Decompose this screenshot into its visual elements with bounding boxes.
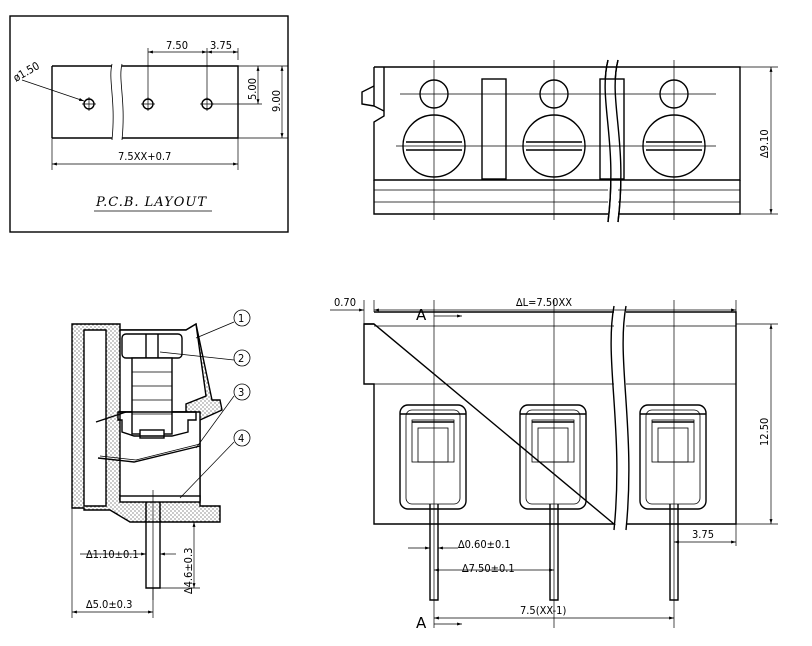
- front-view: 0.70 ∆L=7.50XX A A 12.50 ∆0.60±0.1 ∆7.50…: [330, 296, 778, 632]
- section-label-top: A: [416, 306, 427, 324]
- hole-diameter-label: ø1.50: [11, 59, 42, 84]
- pin-length-label: ∆4.6±0.3: [182, 548, 195, 595]
- svg-text:3: 3: [238, 386, 244, 399]
- wire-clamp-spring: [95, 411, 201, 463]
- length-label: 7.5XX+0.7: [118, 150, 171, 163]
- total-length-label: ∆L=7.50XX: [515, 296, 572, 309]
- offset-label: 0.70: [334, 296, 356, 309]
- callout-4: [233, 429, 251, 447]
- separator-slot-1: [481, 78, 507, 180]
- section-label-bottom: A: [416, 614, 427, 632]
- callout-1: [233, 309, 251, 327]
- front-body-outline: [363, 311, 737, 525]
- terminal-base: [119, 495, 201, 503]
- pcb-frame: [9, 15, 289, 233]
- pin-pitch-label: ∆7.50±0.1: [461, 562, 515, 575]
- wire-cavity: [83, 329, 107, 507]
- top-body-outline: [373, 66, 741, 181]
- side-view: 1 2 3 4 ∆1.10±0.1 ∆4.6±0.3 ∆5.0±0.3: [71, 309, 251, 618]
- pin-width-label: ∆1.10±0.1: [85, 548, 139, 561]
- svg-text:4: 4: [238, 432, 244, 445]
- half-pitch-label: 3.75: [210, 39, 232, 52]
- row-offset-label: 5.00: [246, 78, 259, 100]
- terminal-2: [519, 404, 587, 601]
- pcb-outline: [52, 65, 239, 139]
- screw-shank: [131, 357, 173, 435]
- pins-span-label: 7.5(XX-1): [520, 604, 566, 617]
- top-view: ∆9.10: [361, 59, 778, 223]
- svg-text:2: 2: [238, 352, 244, 365]
- clamp-body: [117, 411, 197, 437]
- terminal-3: [639, 404, 707, 601]
- pin-thickness-label: ∆0.60±0.1: [457, 538, 511, 551]
- pcb-layout-title: P.C.B. LAYOUT: [95, 195, 207, 210]
- terminal-1: [399, 404, 467, 601]
- callout-3: [233, 383, 251, 401]
- break-line: [110, 63, 114, 141]
- callouts: 1 2 3 4: [159, 309, 251, 499]
- screw-head-section: [121, 333, 183, 359]
- pin-offset-label: ∆5.0±0.3: [85, 598, 132, 611]
- callout-2: [233, 349, 251, 367]
- top-height-label: ∆9.10: [758, 129, 771, 159]
- width-label: 9.00: [270, 90, 283, 112]
- pitch-label: 7.50: [166, 39, 188, 52]
- front-break-line: [610, 305, 618, 531]
- svg-text:1: 1: [238, 312, 244, 325]
- front-height-label: 12.50: [758, 418, 771, 446]
- pcb-layout-panel: ø1.50 7.50 3.75 5.00 9.00 7.5XX+0.7 P.C.…: [9, 15, 289, 233]
- edge-offset-label: 3.75: [692, 528, 714, 541]
